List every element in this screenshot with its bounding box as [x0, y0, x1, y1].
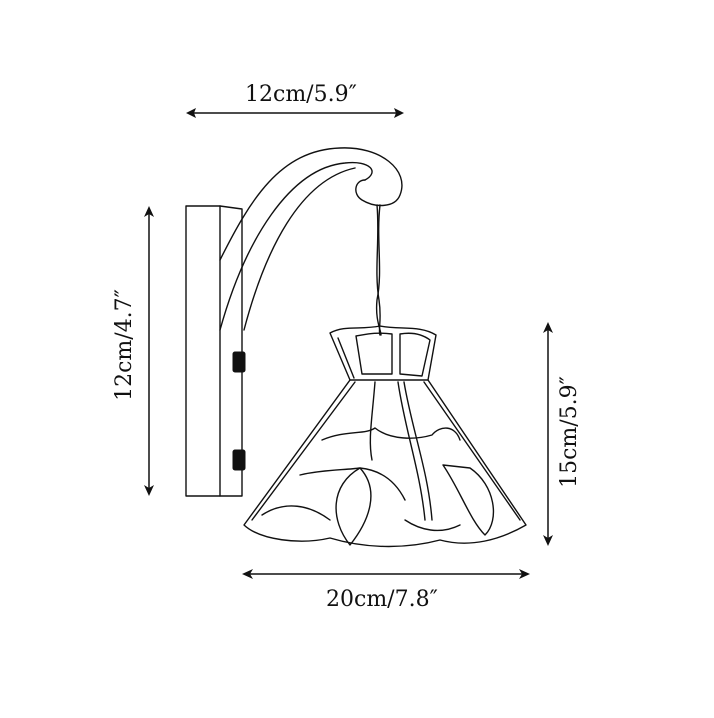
curved-arm [219, 147, 403, 331]
backplate-height-label: 12cm/4.7″ [112, 289, 137, 401]
lamp-shade [243, 325, 527, 548]
arm-reach-label: 12cm/5.9″ [245, 82, 357, 107]
hanging-cord [375, 204, 382, 336]
shade-width-arrow [242, 569, 530, 579]
shade-height-arrow [543, 322, 553, 546]
arm-reach-arrow [186, 108, 404, 118]
backplate-height-arrow [144, 206, 154, 496]
mounting-screw-icon [232, 351, 246, 471]
shade-height-label: 15cm/5.9″ [557, 376, 582, 488]
shade-width-label: 20cm/7.8″ [326, 587, 438, 612]
